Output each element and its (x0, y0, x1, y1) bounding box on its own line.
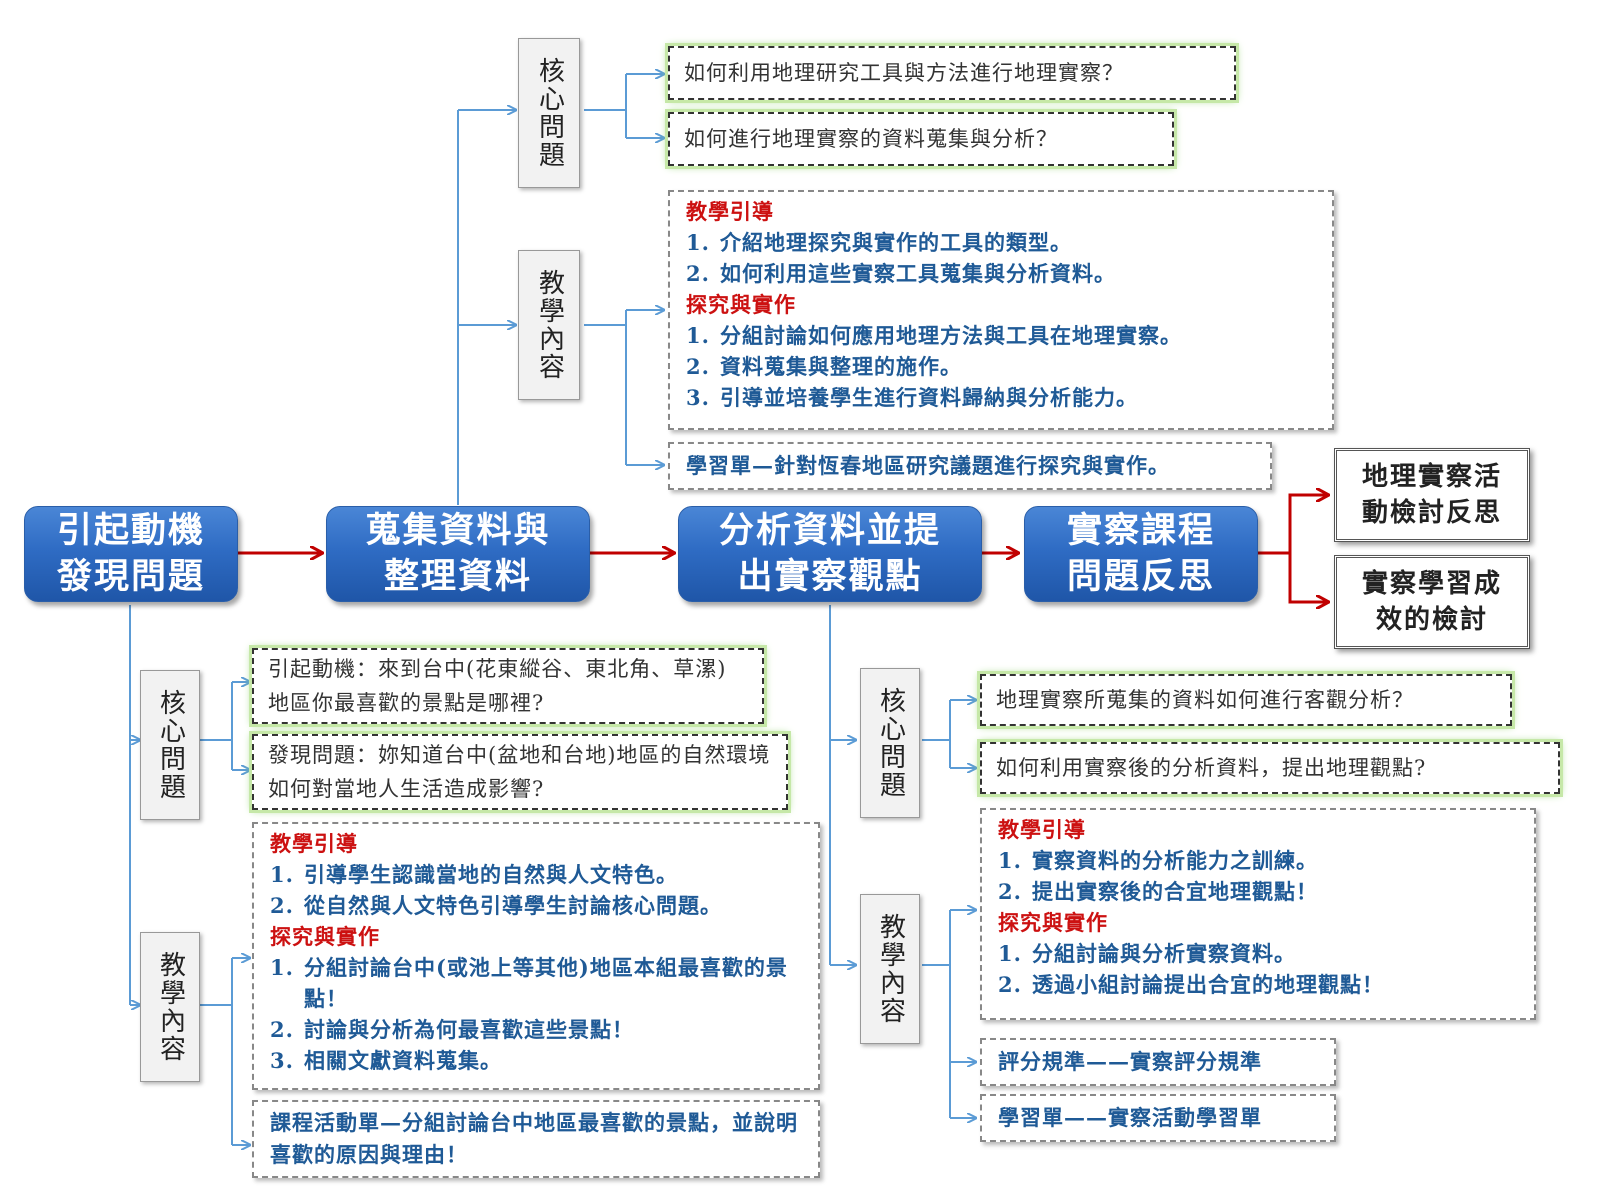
list-item: 1.引導學生認識當地的自然與人文特色。 (270, 859, 802, 890)
right-rubric-box: 評分規準——實察評分規準 (980, 1038, 1336, 1086)
left-heading-guidance: 教學引導 (270, 831, 358, 856)
stage-4-label: 實察課程 問題反思 (1066, 510, 1215, 597)
list-item: 1.分組討論如何應用地理方法與工具在地理實察。 (686, 320, 1316, 351)
stage-1-box: 引起動機 發現問題 (24, 506, 238, 602)
top-question-2: 如何進行地理實察的資料蒐集與分析？ (668, 112, 1174, 166)
list-item: 1.分組討論台中(或池上等其他)地區本組最喜歡的景點！ (270, 952, 802, 1014)
right-question-1: 地理實察所蒐集的資料如何進行客觀分析？ (980, 674, 1512, 726)
top-guidance-item-2: 如何利用這些實察工具蒐集與分析資料。 (720, 261, 1116, 286)
right-inquiry-item-1: 分組討論與分析實察資料。 (1032, 941, 1296, 966)
right-content-label: 教學內容 (860, 894, 920, 1044)
top-heading-inquiry: 探究與實作 (686, 292, 796, 317)
list-item: 3.相關文獻資料蒐集。 (270, 1045, 802, 1076)
stage-1-label: 引起動機 發現問題 (56, 510, 205, 597)
stage-3-box: 分析資料並提 出實察觀點 (678, 506, 982, 602)
top-question-1-text: 如何利用地理研究工具與方法進行地理實察？ (684, 61, 1124, 85)
left-content-label: 教學內容 (140, 932, 200, 1082)
list-item: 1.實察資料的分析能力之訓練。 (998, 845, 1518, 876)
left-question-2: 發現問題：妳知道台中(盆地和台地)地區的自然環境如何對當地人生活造成影響? (252, 734, 788, 810)
right-rubric-text: 評分規準——實察評分規準 (998, 1049, 1262, 1074)
right-heading-guidance: 教學引導 (998, 817, 1086, 842)
left-heading-inquiry: 探究與實作 (270, 924, 380, 949)
left-question-2-text: 發現問題：妳知道台中(盆地和台地)地區的自然環境如何對當地人生活造成影響? (268, 743, 771, 801)
stage-2-label: 蒐集資料與 整理資料 (365, 510, 551, 597)
top-worksheet-text: 學習單—針對恆春地區研究議題進行探究與實作。 (686, 453, 1170, 478)
top-guidance-item-1: 介紹地理探究與實作的工具的類型。 (720, 230, 1072, 255)
right-heading-inquiry: 探究與實作 (998, 910, 1108, 935)
top-worksheet-box: 學習單—針對恆春地區研究議題進行探究與實作。 (668, 442, 1272, 490)
left-question-1: 引起動機：來到台中(花東縱谷、東北角、草漯)地區你最喜歡的景點是哪裡? (252, 648, 764, 724)
top-content-label: 教學內容 (518, 250, 580, 400)
left-content-box: 教學引導 1.引導學生認識當地的自然與人文特色。 2.從自然與人文特色引導學生討… (252, 822, 820, 1090)
list-item: 2.提出實察後的合宜地理觀點！ (998, 876, 1518, 907)
left-inquiry-item-3: 相關文獻資料蒐集。 (304, 1048, 502, 1073)
right-content-box: 教學引導 1.實察資料的分析能力之訓練。 2.提出實察後的合宜地理觀點！ 探究與… (980, 808, 1536, 1020)
right-question-2: 如何利用實察後的分析資料，提出地理觀點? (980, 742, 1560, 794)
outcome-review-label: 實察學習成 效的檢討 (1361, 569, 1502, 635)
left-guidance-item-2: 從自然與人文特色引導學生討論核心問題。 (304, 893, 722, 918)
right-guidance-item-1: 實察資料的分析能力之訓練。 (1032, 848, 1318, 873)
top-inquiry-item-1: 分組討論如何應用地理方法與工具在地理實察。 (720, 323, 1182, 348)
list-item: 2.透過小組討論提出合宜的地理觀點！ (998, 969, 1518, 1000)
left-guidance-item-1: 引導學生認識當地的自然與人文特色。 (304, 862, 678, 887)
right-question-2-text: 如何利用實察後的分析資料，提出地理觀點? (996, 756, 1427, 780)
outcome-reflection-label: 地理實察活 動檢討反思 (1361, 462, 1502, 528)
top-inquiry-item-3: 引導並培養學生進行資料歸納與分析能力。 (720, 385, 1138, 410)
left-core-label: 核心問題 (140, 670, 200, 820)
list-item: 2.討論與分析為何最喜歡這些景點！ (270, 1014, 802, 1045)
outcome-review-box: 實察學習成 效的檢討 (1334, 555, 1530, 649)
left-worksheet-box: 課程活動單—分組討論台中地區最喜歡的景點，並說明喜歡的原因與理由！ (252, 1100, 820, 1178)
top-question-2-text: 如何進行地理實察的資料蒐集與分析？ (684, 127, 1058, 151)
left-inquiry-item-1: 分組討論台中(或池上等其他)地區本組最喜歡的景點！ (304, 955, 788, 1011)
list-item: 2.如何利用這些實察工具蒐集與分析資料。 (686, 258, 1316, 289)
left-question-1-text: 引起動機：來到台中(花東縱谷、東北角、草漯)地區你最喜歡的景點是哪裡? (268, 657, 727, 715)
top-inquiry-item-2: 資料蒐集與整理的施作。 (720, 354, 962, 379)
top-question-1: 如何利用地理研究工具與方法進行地理實察？ (668, 46, 1236, 100)
list-item: 3.引導並培養學生進行資料歸納與分析能力。 (686, 382, 1316, 413)
stage-3-label: 分析資料並提 出實察觀點 (718, 510, 941, 597)
left-inquiry-item-2: 討論與分析為何最喜歡這些景點！ (304, 1017, 634, 1042)
top-content-box: 教學引導 1.介紹地理探究與實作的工具的類型。 2.如何利用這些實察工具蒐集與分… (668, 190, 1334, 430)
right-question-1-text: 地理實察所蒐集的資料如何進行客觀分析？ (996, 688, 1414, 712)
top-heading-guidance: 教學引導 (686, 199, 774, 224)
right-inquiry-item-2: 透過小組討論提出合宜的地理觀點！ (1032, 972, 1384, 997)
right-core-label: 核心問題 (860, 668, 920, 818)
stage-2-box: 蒐集資料與 整理資料 (326, 506, 590, 602)
top-core-label: 核心問題 (518, 38, 580, 188)
right-worksheet-box: 學習單——實察活動學習單 (980, 1094, 1336, 1142)
stage-4-box: 實察課程 問題反思 (1024, 506, 1258, 602)
list-item: 2.從自然與人文特色引導學生討論核心問題。 (270, 890, 802, 921)
right-guidance-item-2: 提出實察後的合宜地理觀點！ (1032, 879, 1318, 904)
outcome-reflection-box: 地理實察活 動檢討反思 (1334, 448, 1530, 542)
list-item: 2.資料蒐集與整理的施作。 (686, 351, 1316, 382)
left-worksheet-text: 課程活動單—分組討論台中地區最喜歡的景點，並說明喜歡的原因與理由！ (270, 1110, 798, 1167)
list-item: 1.介紹地理探究與實作的工具的類型。 (686, 227, 1316, 258)
list-item: 1.分組討論與分析實察資料。 (998, 938, 1518, 969)
right-worksheet-text: 學習單——實察活動學習單 (998, 1105, 1262, 1130)
